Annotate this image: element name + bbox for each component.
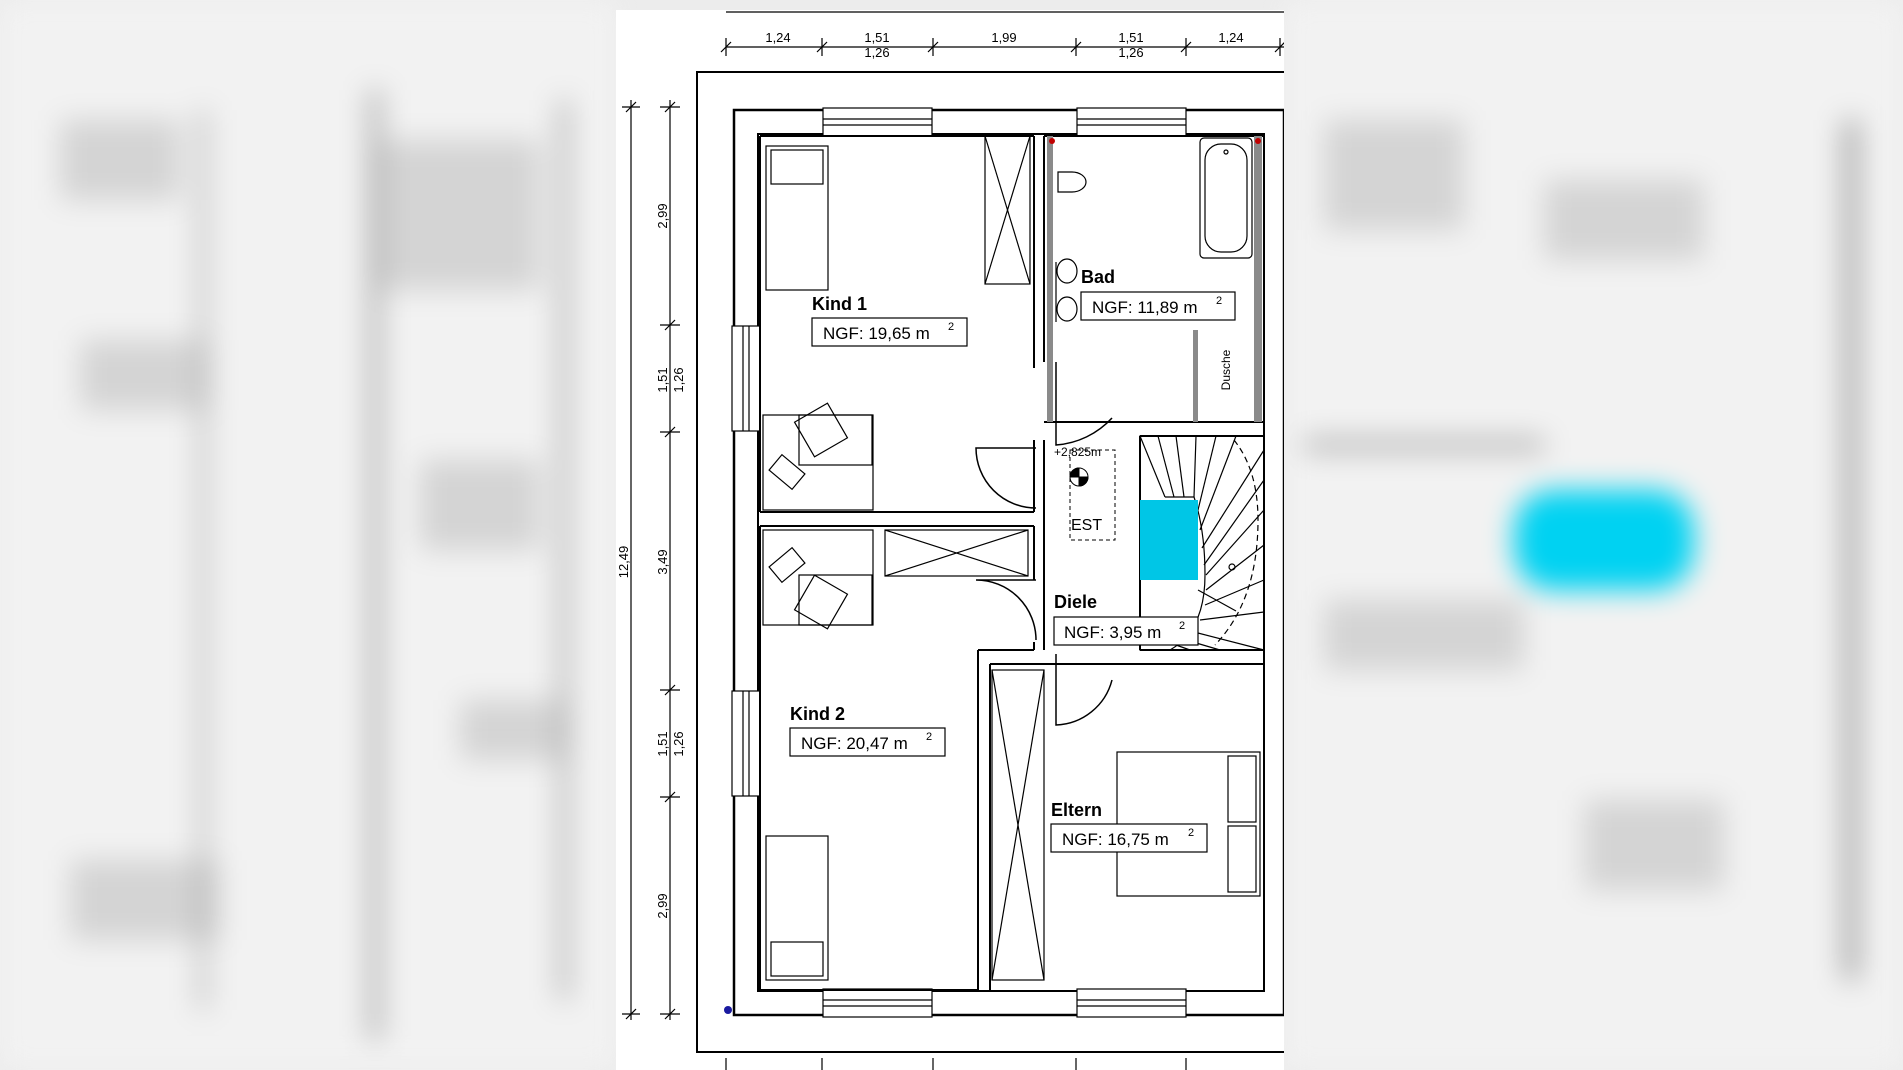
- pipe-marker-right: [1255, 138, 1261, 144]
- blurred-background-left: [0, 0, 616, 1070]
- room-area-bad: NGF: 11,89 m: [1092, 298, 1198, 317]
- est-marker: [1069, 449, 1116, 541]
- dim-left-2-lower: 1,26: [671, 367, 686, 392]
- staircase-highlight: [1140, 500, 1198, 580]
- dim-left-2-upper: 1,51: [655, 367, 670, 392]
- room-name-eltern: Eltern: [1051, 800, 1102, 820]
- room-diele: Diele NGF: 3,95 m 2: [1053, 592, 1199, 646]
- pipe-marker-left: [1049, 138, 1055, 144]
- est-label: EST: [1071, 517, 1102, 534]
- room-name-kind2: Kind 2: [790, 704, 845, 724]
- dim-top-2-lower: 1,26: [864, 45, 889, 60]
- room-eltern: Eltern NGF: 16,75 m 2: [1050, 800, 1208, 853]
- room-area-eltern-unit-sup: 2: [1188, 827, 1194, 839]
- dim-left-1: 2,99: [655, 203, 670, 228]
- room-name-diele: Diele: [1054, 592, 1097, 612]
- room-area-kind2: NGF: 20,47 m: [801, 734, 908, 753]
- level-marker-text: +2,825m: [1054, 445, 1101, 459]
- dim-left-4-upper: 1,51: [655, 731, 670, 756]
- left-dimension-chains: [622, 100, 680, 1020]
- room-area-kind2-unit-sup: 2: [926, 731, 932, 743]
- furniture-kind2: [762, 529, 1029, 981]
- windows-left: [731, 325, 761, 797]
- dim-top-5: 1,24: [1218, 30, 1243, 45]
- dim-left-total: 12,49: [616, 546, 631, 579]
- dim-top-2-upper: 1,51: [864, 30, 889, 45]
- dim-top-4-lower: 1,26: [1118, 45, 1143, 60]
- floor-plan-sheet: 1,24 1,51 1,26 1,99 1,51 1,26 1,24 12,49…: [616, 10, 1284, 1070]
- room-kind1: Kind 1 NGF: 19,65 m 2: [811, 294, 968, 347]
- room-kind2: Kind 2 NGF: 20,47 m 2: [789, 704, 946, 757]
- windows-top: [822, 107, 1187, 137]
- room-area-bad-unit-sup: 2: [1216, 295, 1222, 307]
- room-area-diele: NGF: 3,95 m: [1064, 623, 1161, 642]
- door-swings: [975, 362, 1113, 726]
- dim-left-4-lower: 1,26: [671, 731, 686, 756]
- dim-top-1: 1,24: [765, 30, 790, 45]
- furniture-eltern: [991, 669, 1261, 981]
- room-name-bad: Bad: [1081, 267, 1115, 287]
- bathroom-installation-walls: [1047, 136, 1262, 422]
- room-area-kind1: NGF: 19,65 m: [823, 324, 930, 343]
- room-area-eltern: NGF: 16,75 m: [1062, 830, 1169, 849]
- room-area-diele-unit-sup: 2: [1179, 620, 1185, 632]
- dim-left-5: 2,99: [655, 893, 670, 918]
- floor-plan-drawing: 1,24 1,51 1,26 1,99 1,51 1,26 1,24 12,49…: [616, 11, 1284, 1070]
- dim-top-4-upper: 1,51: [1118, 30, 1143, 45]
- origin-marker: [724, 1006, 732, 1014]
- plot-border: [696, 71, 1284, 1053]
- furniture-kind1: [762, 135, 1031, 511]
- blurred-background-right: [1284, 0, 1903, 1070]
- top-dimension-chain: [720, 11, 1284, 56]
- room-name-kind1: Kind 1: [812, 294, 867, 314]
- dim-top-3: 1,99: [991, 30, 1016, 45]
- dim-left-3: 3,49: [655, 549, 670, 574]
- bottom-dimension-chain: [725, 1058, 1187, 1070]
- room-bad: Bad NGF: 11,89 m 2: [1080, 267, 1236, 321]
- room-area-kind1-unit-sup: 2: [948, 321, 954, 333]
- bathroom-fixtures: [1055, 137, 1253, 322]
- dusche-label: Dusche: [1219, 349, 1233, 390]
- windows-bottom: [822, 988, 1187, 1018]
